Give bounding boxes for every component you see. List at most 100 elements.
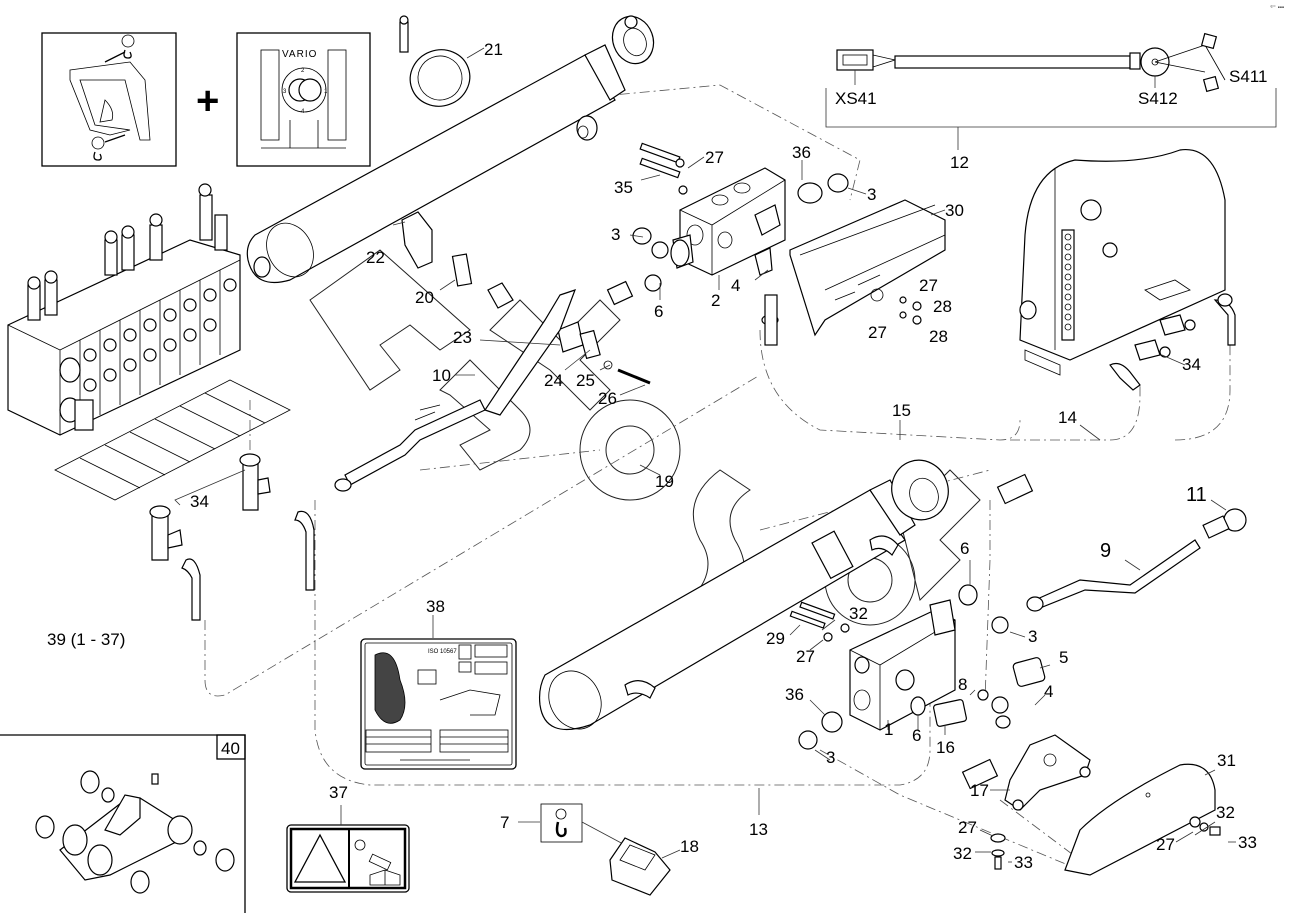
callout-21: 21 <box>484 40 503 59</box>
lift-points-inset <box>41 32 177 167</box>
callout-28: 28 <box>929 327 948 346</box>
callout-6: 6 <box>912 726 921 745</box>
callout-29: 29 <box>766 629 785 648</box>
callout-4: 4 <box>1044 682 1053 701</box>
callout-33: 33 <box>1014 853 1033 872</box>
callout-36: 36 <box>792 143 811 162</box>
valve-cover-upper <box>789 199 946 337</box>
pipe-clamp-assembly <box>334 211 651 492</box>
routing-lines <box>204 84 1231 871</box>
control-valve-bank <box>7 183 291 501</box>
callout-35: 35 <box>614 178 633 197</box>
hose-clamp <box>399 15 471 107</box>
callout-16: 16 <box>936 738 955 757</box>
assembly-note: 39 (1 - 37) <box>47 630 125 649</box>
steel-pipe <box>1026 508 1247 612</box>
callout-28: 28 <box>933 297 952 316</box>
callout-27: 27 <box>705 148 724 167</box>
load-chart-decal: ISO 10567 <box>360 638 517 770</box>
callout-20: 20 <box>415 288 434 307</box>
svg-text:2: 2 <box>301 68 305 74</box>
callout-30: 30 <box>945 201 964 220</box>
svg-text:1: 1 <box>324 89 328 95</box>
decal-header: ISO 10567 <box>428 649 457 655</box>
callout-9: 9 <box>1100 540 1111 562</box>
warning-decal <box>286 824 410 893</box>
callout-5: 5 <box>1059 648 1068 667</box>
callout-36: 36 <box>785 685 804 704</box>
callout-18: 18 <box>680 837 699 856</box>
inset-number-40: 40 <box>221 739 240 758</box>
callout-27: 27 <box>958 818 977 837</box>
callout-32: 32 <box>849 604 868 623</box>
callout-33: 33 <box>1238 833 1257 852</box>
hook-icon <box>123 49 132 59</box>
inset-box-40 <box>0 734 246 913</box>
valve-guard <box>990 734 1221 876</box>
hook-switch <box>518 803 681 896</box>
callout-17: 17 <box>970 781 989 800</box>
watermark <box>309 249 981 626</box>
callout-32: 32 <box>953 844 972 863</box>
callout-19: 19 <box>655 472 674 491</box>
callout-23: 23 <box>453 328 472 347</box>
callout-22: 22 <box>366 248 385 267</box>
callout-6: 6 <box>654 302 663 321</box>
callout-34: 34 <box>190 492 209 511</box>
lift-arrow-icon <box>91 136 105 150</box>
safety-valve-block-lower <box>849 599 956 731</box>
callout-3: 3 <box>1028 627 1037 646</box>
callout-27: 27 <box>868 323 887 342</box>
lift-hook-icon <box>354 839 366 851</box>
callout-6: 6 <box>960 539 969 558</box>
wiring-harness <box>825 32 1277 150</box>
leader-lines <box>174 47 1236 863</box>
callout-4: 4 <box>731 276 740 295</box>
lower-cylinder <box>538 459 949 731</box>
svg-text:4: 4 <box>301 109 305 115</box>
callout-11: 11 <box>1186 484 1207 506</box>
corner-mark: ᵉ⁼ ▪▪▪ <box>1270 5 1284 11</box>
tee-fittings-left <box>149 453 315 621</box>
callout-12: 12 <box>950 153 969 172</box>
callout-14: 14 <box>1058 408 1077 427</box>
upper-cylinder <box>246 15 655 284</box>
harness-label-s412: S412 <box>1138 89 1178 108</box>
vario-inset: VARIO 1 2 3 4 <box>236 32 371 167</box>
callout-26: 26 <box>598 389 617 408</box>
callout-labels: XS41 S412 S411 12 21 27 35 36 3 3 30 22 … <box>47 40 1267 872</box>
callout-10: 10 <box>432 366 451 385</box>
manual-book-icon <box>369 869 401 886</box>
callout-2: 2 <box>711 291 720 310</box>
callout-38: 38 <box>426 597 445 616</box>
callout-8: 8 <box>958 675 967 694</box>
callout-27: 27 <box>1156 835 1175 854</box>
callout-27: 27 <box>796 647 815 666</box>
vario-title: VARIO <box>282 49 317 60</box>
callout-31: 31 <box>1217 751 1236 770</box>
callout-3: 3 <box>867 185 876 204</box>
harness-label-xs41: XS41 <box>835 89 877 108</box>
safety-valve-block-upper <box>670 167 786 346</box>
harness-label-s411: S411 <box>1229 67 1267 86</box>
callout-24: 24 <box>544 371 563 390</box>
hydraulic-tank <box>1019 149 1236 391</box>
callout-25: 25 <box>576 371 595 390</box>
hook-icon <box>93 151 102 161</box>
callout-34: 34 <box>1182 355 1201 374</box>
callout-27: 27 <box>919 276 938 295</box>
svg-text:3: 3 <box>283 89 287 95</box>
callout-37: 37 <box>329 783 348 802</box>
callout-7: 7 <box>500 813 509 832</box>
callout-3: 3 <box>826 748 835 767</box>
fittings-lower <box>789 473 1046 790</box>
vario-pattern-dial <box>281 67 327 113</box>
callout-3: 3 <box>611 225 620 244</box>
lift-arrow-icon <box>121 34 135 48</box>
callout-1: 1 <box>884 720 893 739</box>
callout-13: 13 <box>749 820 768 839</box>
plus-sign: + <box>196 79 219 123</box>
callout-32: 32 <box>1216 803 1235 822</box>
callout-15: 15 <box>892 401 911 420</box>
